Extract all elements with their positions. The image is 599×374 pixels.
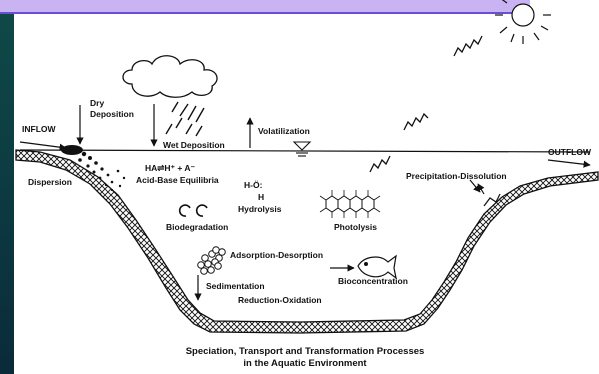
fish-icon <box>357 254 397 280</box>
hydrolysis-formula-top: H-Ö: <box>244 180 263 190</box>
lakebed-sediment <box>15 149 599 334</box>
top-bar-underline <box>0 12 530 14</box>
sunlight-rays <box>369 35 483 173</box>
outflow-arrow <box>547 159 591 168</box>
photolysis-label: Photolysis <box>334 222 377 232</box>
biodegradation-label: Biodegradation <box>166 222 229 232</box>
microbe-icon <box>178 204 208 217</box>
inflow-arrow <box>19 141 67 151</box>
outflow-label: OUTFLOW <box>548 147 591 157</box>
wet-deposition-label: Wet Deposition <box>163 140 225 150</box>
dispersion-label: Dispersion <box>28 177 72 187</box>
left-decorative-bar <box>0 0 14 374</box>
water-level-symbol <box>292 141 312 157</box>
caption-line-1: Speciation, Transport and Transformation… <box>185 346 425 357</box>
bioconcentration-label: Bioconcentration <box>338 276 408 286</box>
sedimentation-label: Sedimentation <box>206 281 265 291</box>
rain-streaks <box>165 101 205 137</box>
particle-cluster <box>197 246 226 275</box>
precipitation-dissolution-label: Precipitation-Dissolution <box>406 171 507 181</box>
hydrolysis-formula-bottom: H <box>258 192 265 202</box>
photolysis-molecule <box>319 190 381 218</box>
reduction-oxidation-label: Reduction-Oxidation <box>238 295 322 305</box>
figure-caption: Speciation, Transport and Transformation… <box>160 346 450 370</box>
hydrolysis-label: Hydrolysis <box>238 204 282 214</box>
acid-base-label: Acid-Base Equilibria <box>136 175 219 185</box>
adsorption-desorption-label: Adsorption-Desorption <box>230 250 324 260</box>
top-decorative-bar <box>0 0 530 12</box>
dry-deposition-label: Dry Deposition <box>90 98 134 119</box>
precipitation-dissolution-arrows <box>469 179 501 207</box>
sun-icon <box>495 0 551 44</box>
cloud-icon <box>122 55 218 98</box>
volatilization-label: Volatilization <box>258 126 310 136</box>
caption-line-2: in the Aquatic Environment <box>243 357 367 369</box>
acid-base-equation: HA⇌H⁺ + A⁻ <box>145 163 196 173</box>
inflow-label: INFLOW <box>22 124 56 134</box>
dispersion-plume <box>61 145 126 192</box>
water-surface <box>19 149 591 153</box>
